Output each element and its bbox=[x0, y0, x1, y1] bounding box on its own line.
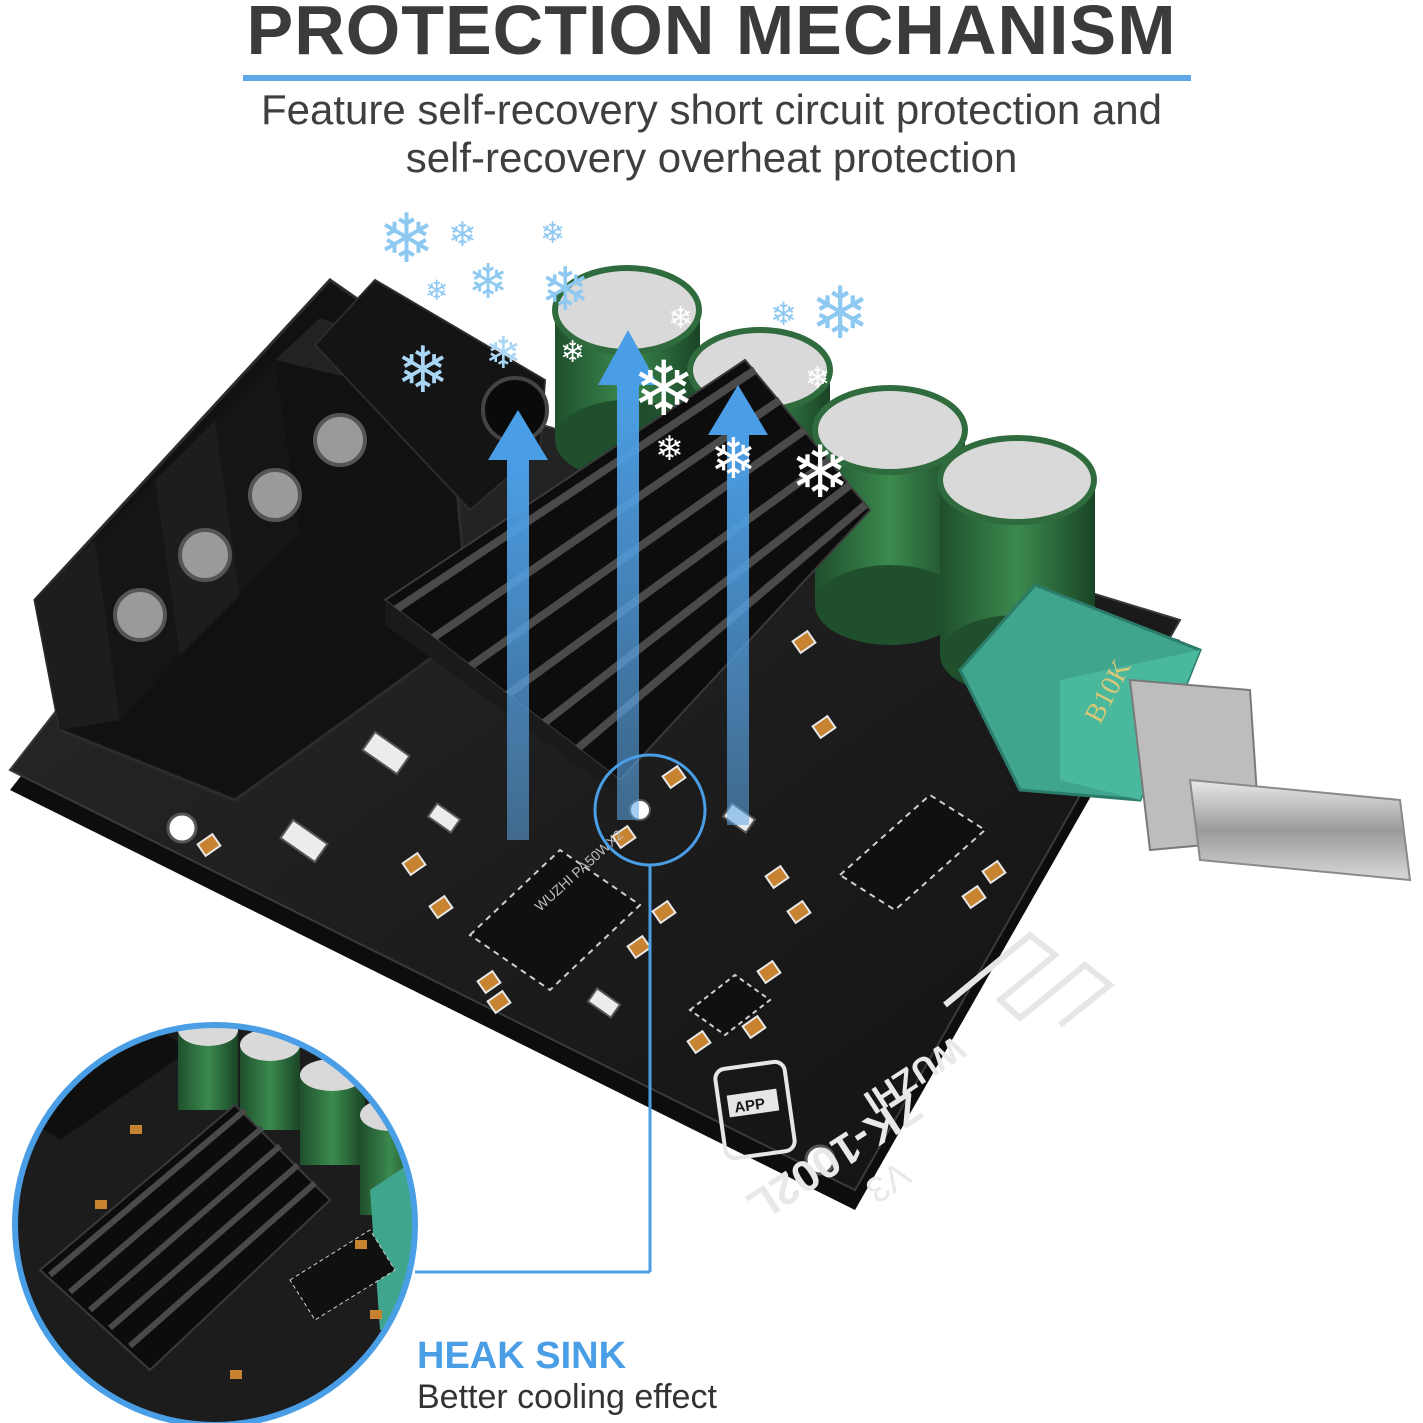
terminal-screw bbox=[248, 468, 302, 522]
snowflake-icon: ❄ bbox=[668, 301, 693, 336]
snowflake-icon: ❄ bbox=[710, 427, 757, 492]
snowflake-icon: ❄ bbox=[448, 215, 477, 255]
snowflake-icon: ❄ bbox=[790, 430, 850, 514]
terminal-block bbox=[33, 278, 472, 802]
snowflake-icon: ❄ bbox=[632, 344, 696, 433]
subtitle-line-1: Feature self-recovery short circuit prot… bbox=[260, 86, 1163, 133]
antenna-trace bbox=[943, 931, 1115, 1028]
subtitle-line-2: self-recovery overheat protection bbox=[405, 134, 1018, 181]
zoom-callout bbox=[415, 753, 707, 1274]
snowflake-icon: ❄ bbox=[485, 328, 522, 379]
terminal-screw bbox=[178, 528, 232, 582]
dc-power-jack bbox=[313, 278, 549, 512]
snowflake-icon: ❄ bbox=[805, 361, 830, 396]
arrow-up-icon bbox=[488, 410, 548, 840]
snowflake-icon: ❄ bbox=[425, 274, 448, 307]
snowflake-icon: ❄ bbox=[810, 271, 870, 355]
snowflake-icon: ❄ bbox=[655, 429, 684, 469]
caption-subtitle: Better cooling effect bbox=[417, 1378, 717, 1416]
snowflake-icon: ❄ bbox=[378, 200, 435, 279]
page-subtitle: Feature self-recovery short circuit prot… bbox=[0, 86, 1423, 182]
app-icon: APP bbox=[713, 1059, 797, 1161]
title-underline bbox=[243, 75, 1191, 81]
airflow-arrows bbox=[488, 330, 768, 840]
app-label: APP bbox=[733, 1095, 766, 1116]
snowflake-icon: ❄ bbox=[540, 255, 590, 325]
arrow-up-icon bbox=[598, 330, 658, 820]
knob-shaft[interactable] bbox=[1188, 778, 1412, 882]
terminal-screw bbox=[313, 413, 367, 467]
arrow-up-icon bbox=[708, 385, 768, 825]
snowflake-icon: ❄ bbox=[540, 216, 565, 251]
snowflake-icon: ❄ bbox=[396, 334, 450, 408]
snowflake-icon: ❄ bbox=[770, 295, 797, 333]
snowflake-icon: ❄ bbox=[560, 335, 585, 370]
page-title: PROTECTION MECHANISM bbox=[246, 0, 1177, 69]
volume-potentiometer[interactable]: B10K bbox=[958, 583, 1412, 882]
caption-title: HEAK SINK bbox=[417, 1335, 627, 1377]
snowflake-icon: ❄ bbox=[468, 254, 508, 310]
heat-sink-closeup bbox=[12, 1022, 418, 1423]
op-amp-chip bbox=[688, 973, 772, 1037]
dsp-chip bbox=[838, 793, 987, 912]
mounting-hole bbox=[166, 812, 198, 844]
mounting-hole bbox=[804, 1144, 836, 1176]
snowflakes: ❄ ❄ ❄ ❄ ❄ ❄ ❄ ❄ ❄ ❄ ❄ ❄ ❄ ❄ ❄ ❄ ❄ bbox=[378, 200, 870, 514]
terminal-screw bbox=[113, 588, 167, 642]
